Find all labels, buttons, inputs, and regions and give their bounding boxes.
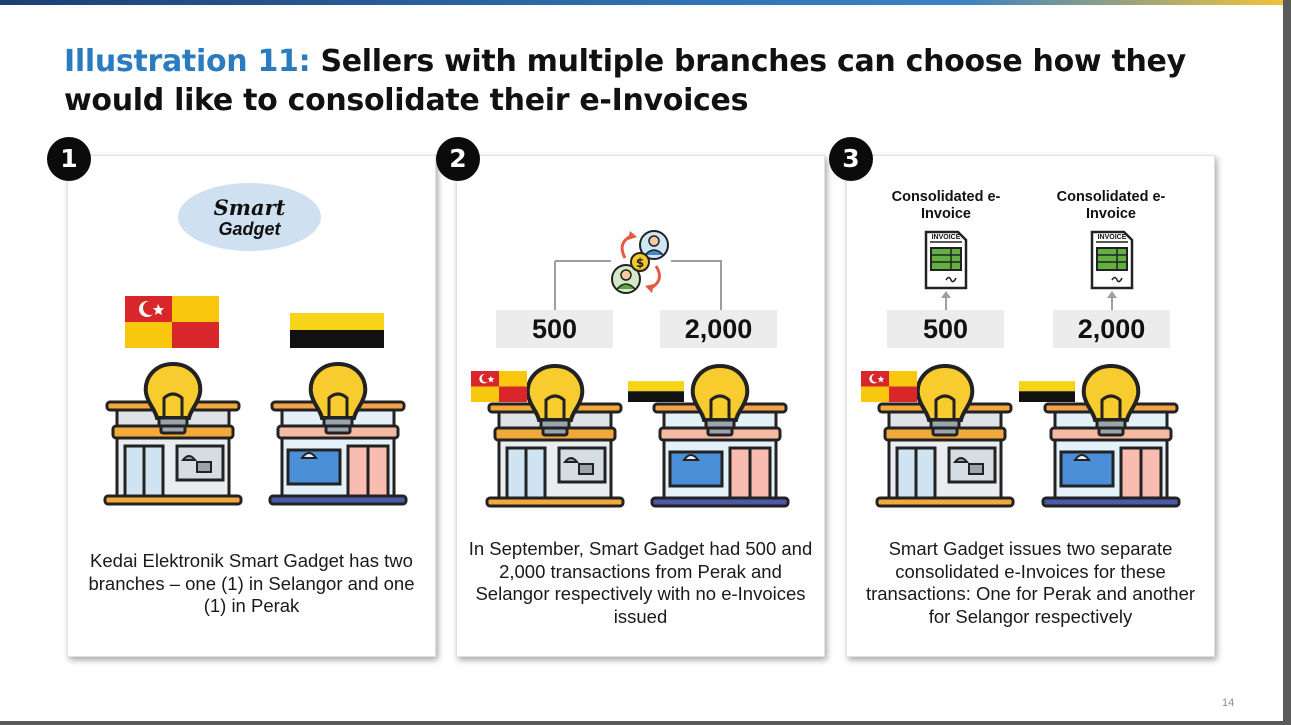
perak-flag-icon [1019,371,1075,402]
panel-branches: Smart Gadget Kedai Elektronik Smart Gadg… [67,155,436,657]
logo-line-2: Gadget [218,219,281,239]
transaction-exchange-icon: $ [554,230,722,323]
invoice-doc-text-perak: INVOICE [931,234,961,241]
panel-3-description: Smart Gadget issues two separate consoli… [865,538,1196,627]
logo-line-1: Smart [213,195,286,220]
consolidated-invoice-label-selangor: Consolidated e-Invoice [1056,189,1166,222]
selangor-flag-icon [861,371,917,402]
selangor-count: 2,000 [1053,310,1170,348]
page-title: Illustration 11: Sellers with multiple b… [64,42,1244,120]
arrow-up-icon [1107,291,1117,310]
step-badge-3: 3 [829,137,873,181]
step-badge-1: 1 [47,137,91,181]
perak-flag-icon [628,371,684,402]
title-text: Sellers with multiple branches can choos… [64,44,1186,118]
panel-1-description: Kedai Elektronik Smart Gadget has two br… [88,550,415,616]
title-lead: Illustration 11: [64,44,311,79]
consolidated-invoice-label-perak: Consolidated e-Invoice [891,189,1001,222]
panel-consolidation: Consolidated e-Invoice Consolidated e-In… [846,155,1215,657]
step-badge-2: 2 [436,137,480,181]
invoice-doc-text-selangor: INVOICE [1097,234,1127,241]
store-icon [103,366,243,511]
top-accent-bar [0,0,1283,5]
smart-gadget-logo: Smart Gadget [178,183,321,251]
perak-count: 500 [496,310,613,348]
panel-transactions: $ 500 2,000 In September, Smart Gadget h… [456,155,825,657]
selangor-count: 2,000 [660,310,777,348]
arrow-up-icon [941,291,951,310]
perak-flag-icon [290,296,384,348]
selangor-flag-icon [125,296,219,348]
perak-count: 500 [887,310,1004,348]
svg-text:$: $ [636,256,644,270]
store-icon [268,366,408,511]
panel-2-description: In September, Smart Gadget had 500 and 2… [468,538,813,627]
selangor-flag-icon [471,371,527,402]
page-number: 14 [1222,697,1235,709]
